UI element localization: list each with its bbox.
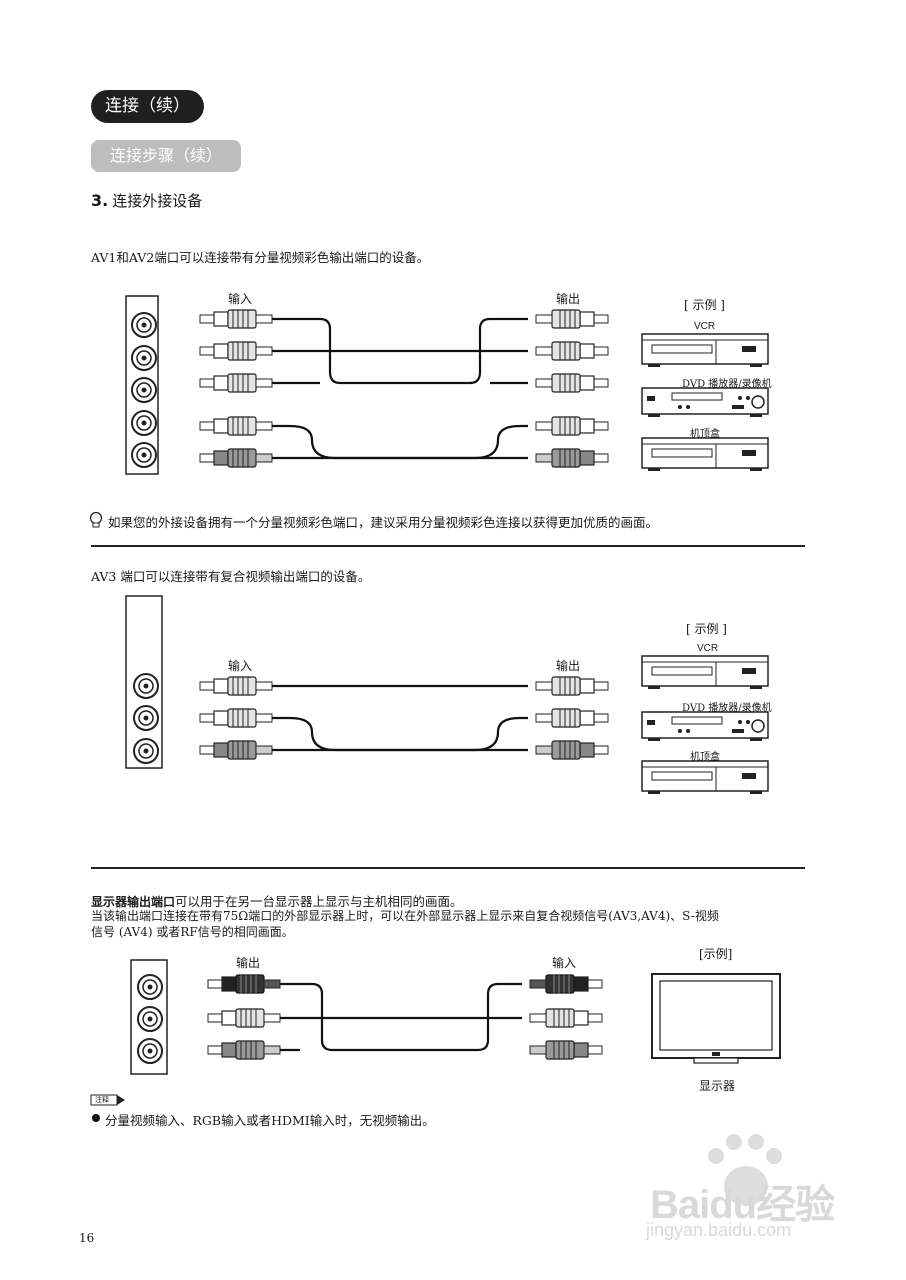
monitor-tv [651,973,781,1064]
monitor-plugs-left [207,974,281,1060]
av3-device-dvd: DVD 播放器/录像机 [682,703,772,714]
monitor-line3: 信号 (AV4) 或者RF信号的相同画面。 [91,925,294,939]
av3-output-label: 输出 [556,659,581,673]
av3-devices [641,655,769,795]
bullet-icon [92,1114,100,1122]
av12-cables [272,317,528,460]
av3-description: AV3 端口可以连接带有复合视频输出端口的设备。 [91,569,371,584]
av3-plugs-right [535,676,609,760]
av12-example-label: [ 示例 ] [684,298,725,312]
monitor-input-label: 输入 [552,956,577,970]
av12-plugs-right [535,309,609,468]
lightbulb-icon [89,511,103,528]
av3-example-label: [ 示例 ] [686,622,727,636]
av12-output-label: 输出 [556,292,581,306]
av3-device-vcr: VCR [697,643,719,654]
note-tag: 注释 [95,1096,109,1104]
av12-device-dvd: DVD 播放器/录像机 [682,379,772,390]
av3-input-label: 输入 [228,659,253,673]
av3-device-stb: 机顶盒 [690,752,720,763]
av12-input-label: 输入 [228,292,253,306]
step-number: 3. [91,191,109,210]
monitor-title: 显示器输出端口可以用于在另一台显示器上显示与主机相同的画面。 [91,891,463,910]
step-title: 连接外接设备 [112,192,203,210]
divider-2 [91,867,805,869]
divider-1 [91,545,805,547]
monitor-plugs-right [529,974,603,1060]
monitor-title-bold: 显示器输出端口 [91,895,176,909]
av3-cables [272,684,528,752]
monitor-title-rest: 可以用于在另一台显示器上显示与主机相同的画面。 [175,894,463,909]
section-title: 连接（续） [91,90,204,123]
av12-description: AV1和AV2端口可以连接带有分量视频彩色输出端口的设备。 [91,250,430,265]
av12-tip: 如果您的外接设备拥有一个分量视频彩色端口，建议采用分量视频彩色连接以获得更加优质… [108,515,659,530]
watermark-paw-icon [708,1134,782,1206]
note-text: 分量视频输入、RGB输入或者HDMI输入时，无视频输出。 [105,1113,435,1128]
av3-port-panel [125,595,163,769]
monitor-device-label: 显示器 [699,1079,736,1093]
monitor-cables [280,982,522,1052]
monitor-example-label: [示例] [699,947,733,961]
monitor-line2: 当该输出端口连接在带有75Ω端口的外部显示器上时，可以在外部显示器上显示来自复合… [91,909,719,923]
subsection-title: 连接步骤（续） [91,140,241,172]
av12-plugs-left [199,309,273,468]
monitor-output-label: 输出 [236,956,261,970]
av3-plugs-left [199,676,273,760]
av12-device-stb: 机顶盒 [690,429,720,440]
note-tag-icon [90,1094,125,1106]
av12-devices [641,333,769,472]
monitor-port-panel [130,959,168,1075]
av12-port-panel [125,295,159,475]
watermark-logo: Baidu经验 [650,1183,835,1227]
watermark-url: jingyan.baidu.com [646,1220,792,1240]
page-number: 16 [79,1231,95,1245]
av12-device-vcr: VCR [694,321,716,332]
step-heading: 3.连接外接设备 [91,190,202,211]
